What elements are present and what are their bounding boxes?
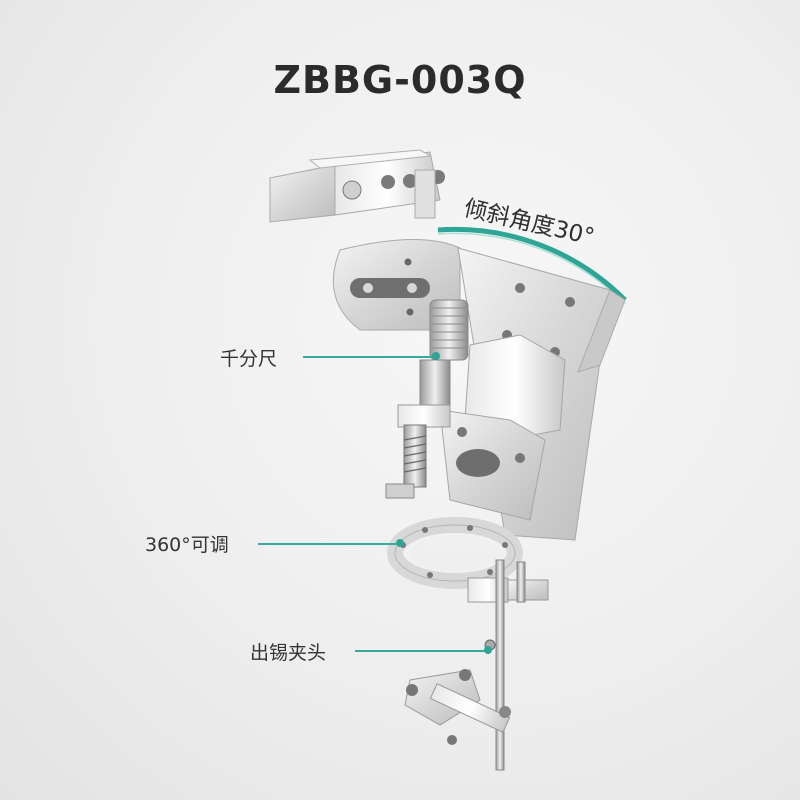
rotation-leader-line [258,543,398,545]
solder-clamp-marker-dot [484,646,492,654]
tilt-arc [437,226,627,302]
product-model-title: ZBBG-003Q [273,58,527,102]
micrometer [385,299,469,499]
main-plate [439,247,626,541]
top-clamp [269,149,445,223]
solder-clamp-label: 出锡夹头 [250,642,327,664]
solder-clamp-leader-line [355,650,485,652]
micrometer-marker-dot [432,352,440,360]
rotation-ring [387,517,523,589]
solder-clamp-assembly [404,559,549,771]
rotation-label: 360°可调 [145,534,229,556]
rotation-marker-dot [396,539,404,547]
tilt-plate [332,239,461,331]
micrometer-label: 千分尺 [220,348,278,370]
micrometer-leader-line [303,356,433,358]
